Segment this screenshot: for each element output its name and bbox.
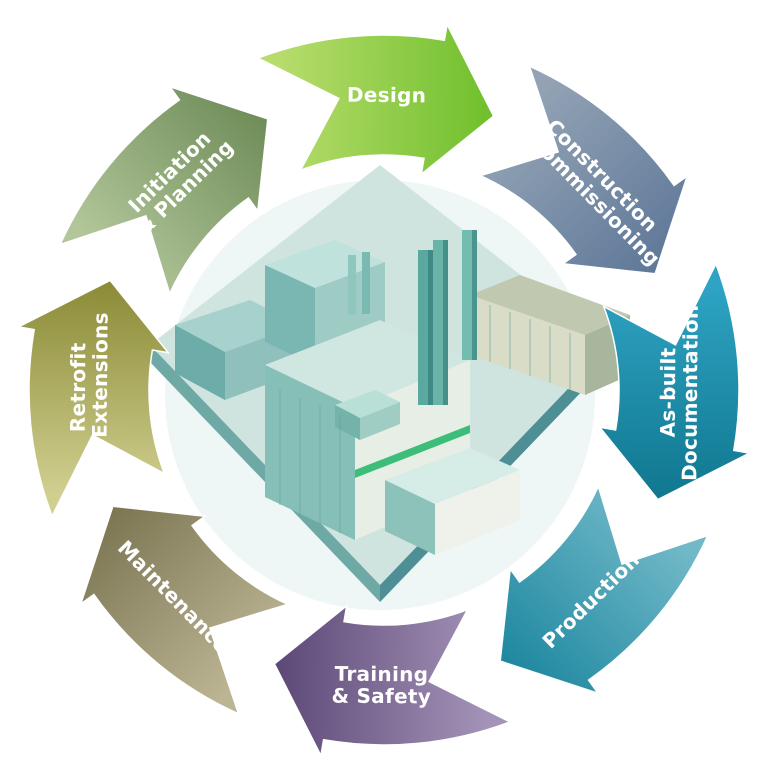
cycle-arrow-retrofit xyxy=(16,279,171,518)
cycle-step-production: Production xyxy=(499,484,710,695)
cycle-label-line: Documentation xyxy=(677,304,703,481)
cycle-step-maintenance: Maintenance xyxy=(79,505,290,716)
industrial-plant-illustration xyxy=(150,165,630,610)
cycle-arrow-production xyxy=(499,484,710,695)
cycle-label-asbuilt: As-builtDocumentation xyxy=(655,304,703,481)
cycle-arrow-training xyxy=(273,603,512,758)
cycle-arrow-initiation xyxy=(58,85,269,296)
cycle-label-line: As-built xyxy=(656,347,681,437)
cycle-arrow-maintenance xyxy=(79,505,290,716)
cycle-step-asbuilt: As-builtDocumentation xyxy=(597,262,752,501)
cycle-step-initiation: Initiation& Planning xyxy=(58,85,269,296)
cycle-arrow-design xyxy=(256,22,495,177)
cycle-arrow-asbuilt xyxy=(597,262,752,501)
cycle-label-training: Training& Safety xyxy=(331,662,431,709)
cycle-label-line: Design xyxy=(347,83,426,108)
cycle-arrow-construction xyxy=(478,64,689,275)
cycle-label-line: Retrofit xyxy=(66,342,91,432)
cycle-step-design: Design xyxy=(256,22,495,177)
cycle-step-construction: Construction& Commissioning xyxy=(478,64,689,275)
cycle-label-design: Design xyxy=(347,83,426,108)
cycle-label-line: & Safety xyxy=(331,684,431,709)
cycle-label-retrofit: Retrofit& Extensions xyxy=(65,312,112,463)
cycle-step-retrofit: Retrofit& Extensions xyxy=(16,279,171,518)
cycle-step-training: Training& Safety xyxy=(273,603,512,758)
cycle-label-line: Training xyxy=(335,662,429,687)
cycle-label-line: & Extensions xyxy=(87,312,112,463)
